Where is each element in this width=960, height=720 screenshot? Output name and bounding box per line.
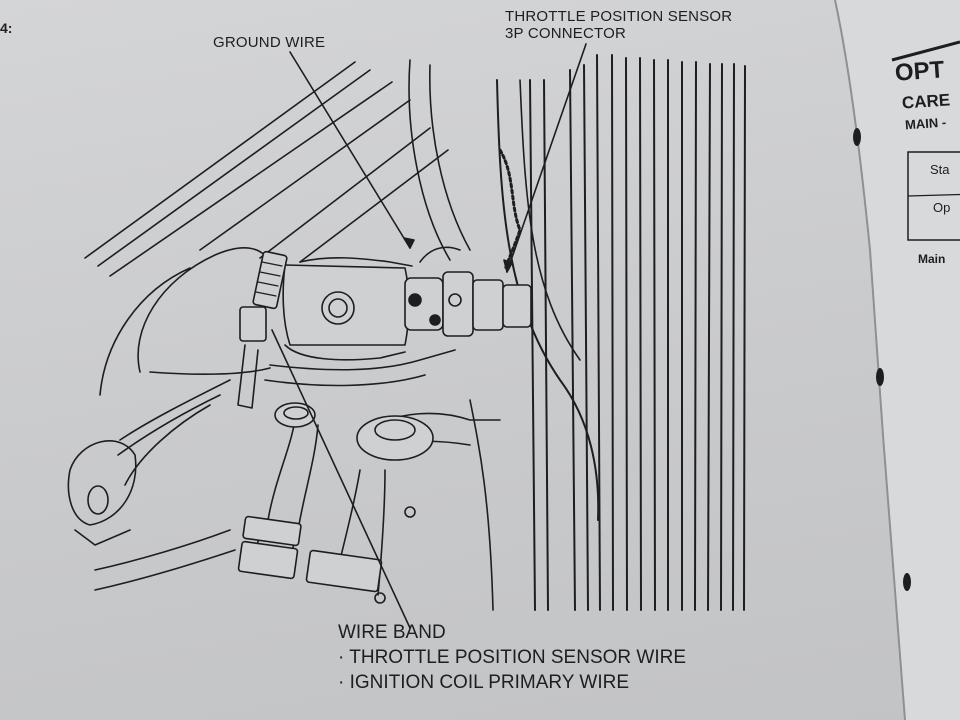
facing-page-table-cell-1: Sta — [930, 162, 950, 177]
tps-connector-label-line2: 3P CONNECTOR — [505, 25, 627, 42]
facing-page-note: Main — [918, 252, 946, 266]
radiator-fins — [529, 54, 746, 611]
tps-3p-connector — [404, 246, 532, 337]
wire-band-clip — [237, 250, 288, 409]
sensor-body — [282, 264, 410, 361]
wire-band-item-tps-wire: · THROTTLE POSITION SENSOR WIRE — [338, 647, 687, 668]
wire-band-title: WIRE BAND — [338, 622, 446, 643]
left-fitting — [67, 440, 137, 546]
right-hose — [305, 412, 501, 604]
frame-lines — [84, 61, 449, 277]
leader-lines — [271, 43, 587, 629]
center-hose — [237, 402, 319, 580]
tps-connector-label-line1: THROTTLE POSITION SENSOR — [505, 8, 733, 25]
facing-page-table-cell-2: Op — [933, 200, 951, 215]
corner-mark: 4: — [0, 20, 13, 36]
ground-wire-label: GROUND WIRE — [213, 34, 326, 51]
wire-band-item-ignition-wire: · IGNITION COIL PRIMARY WIRE — [338, 672, 630, 693]
